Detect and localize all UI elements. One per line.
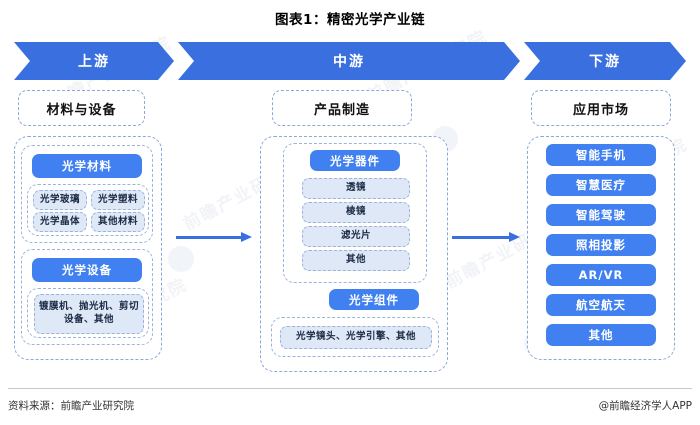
page-title: 图表1：精密光学产业链: [275, 12, 425, 28]
banner-stage-downstream[interactable]: 下游: [524, 42, 686, 80]
subitem-other-device[interactable]: 其他: [302, 250, 410, 271]
arrow-shaft: [176, 235, 241, 239]
arrow-head: [509, 232, 520, 242]
subitem-optical-crystal[interactable]: 光学晶体: [33, 212, 87, 232]
arrow-upstream-to-midstream: [176, 232, 252, 242]
group-pill-optical-components[interactable]: 光学组件: [329, 289, 419, 310]
market-item-aerospace[interactable]: 航空航天: [546, 294, 656, 316]
subitem-equipment-list[interactable]: 镀膜机、抛光机、剪切设备、其他: [34, 294, 144, 334]
footer-app-handle: @前瞻经济学人APP: [598, 400, 692, 412]
group-pill-optical-materials[interactable]: 光学材料: [32, 154, 142, 178]
market-item-photo-projection[interactable]: 照相投影: [546, 234, 656, 256]
banner-stage-midstream[interactable]: 中游: [178, 42, 520, 80]
group-optical-equipment: 光学设备 镀膜机、抛光机、剪切设备、其他: [21, 249, 153, 345]
subitem-optical-glass[interactable]: 光学玻璃: [33, 190, 87, 210]
market-item-smartphone[interactable]: 智能手机: [546, 144, 656, 166]
group-optical-materials: 光学材料 光学玻璃 光学塑料 光学晶体 其他材料: [21, 145, 153, 243]
subitem-optical-plastic[interactable]: 光学塑料: [91, 190, 145, 210]
footer-divider: [8, 388, 692, 389]
market-item-smart-driving[interactable]: 智能驾驶: [546, 204, 656, 226]
subitem-other-materials[interactable]: 其他材料: [91, 212, 145, 232]
subitem-grid-optical-equipment: 镀膜机、抛光机、剪切设备、其他: [27, 288, 149, 338]
arrow-midstream-to-downstream: [452, 232, 520, 242]
column-body-downstream: 智能手机 智慧医疗 智能驾驶 照相投影 AR/VR 航空航天 其他: [527, 136, 675, 360]
arrow-head: [241, 232, 252, 242]
column-header-midstream: 产品制造: [272, 90, 412, 126]
subitem-prism[interactable]: 棱镜: [302, 202, 410, 223]
banner-stage-upstream[interactable]: 上游: [14, 42, 174, 80]
stage-banner: 上游 中游 下游: [14, 42, 686, 80]
market-item-ar-vr[interactable]: AR/VR: [546, 264, 656, 286]
column-body-midstream: 光学器件 透镜 棱镜 滤光片 其他 光学组件 光学镜头、光学引擎、其他: [260, 136, 448, 372]
group-pill-optical-devices[interactable]: 光学器件: [310, 150, 400, 171]
subitem-lens[interactable]: 透镜: [302, 178, 410, 199]
subitem-filter[interactable]: 滤光片: [302, 226, 410, 247]
market-item-other[interactable]: 其他: [546, 324, 656, 346]
group-optical-components: 光学镜头、光学引擎、其他: [271, 317, 439, 357]
subitem-grid-optical-materials: 光学玻璃 光学塑料 光学晶体 其他材料: [27, 184, 149, 236]
watermark-dot: [168, 246, 194, 272]
group-optical-devices: 光学器件 透镜 棱镜 滤光片 其他: [283, 143, 427, 283]
column-header-downstream: 应用市场: [531, 90, 671, 126]
arrow-shaft: [452, 235, 509, 239]
column-body-upstream: 光学材料 光学玻璃 光学塑料 光学晶体 其他材料 光学设备 镀膜机、抛光机、剪切…: [14, 136, 162, 360]
subitem-components-list[interactable]: 光学镜头、光学引擎、其他: [280, 326, 432, 349]
market-item-smart-medical[interactable]: 智慧医疗: [546, 174, 656, 196]
footer-source: 资料来源：前瞻产业研究院: [8, 400, 134, 412]
group-pill-optical-equipment[interactable]: 光学设备: [32, 258, 142, 282]
column-header-upstream: 材料与设备: [18, 90, 145, 126]
